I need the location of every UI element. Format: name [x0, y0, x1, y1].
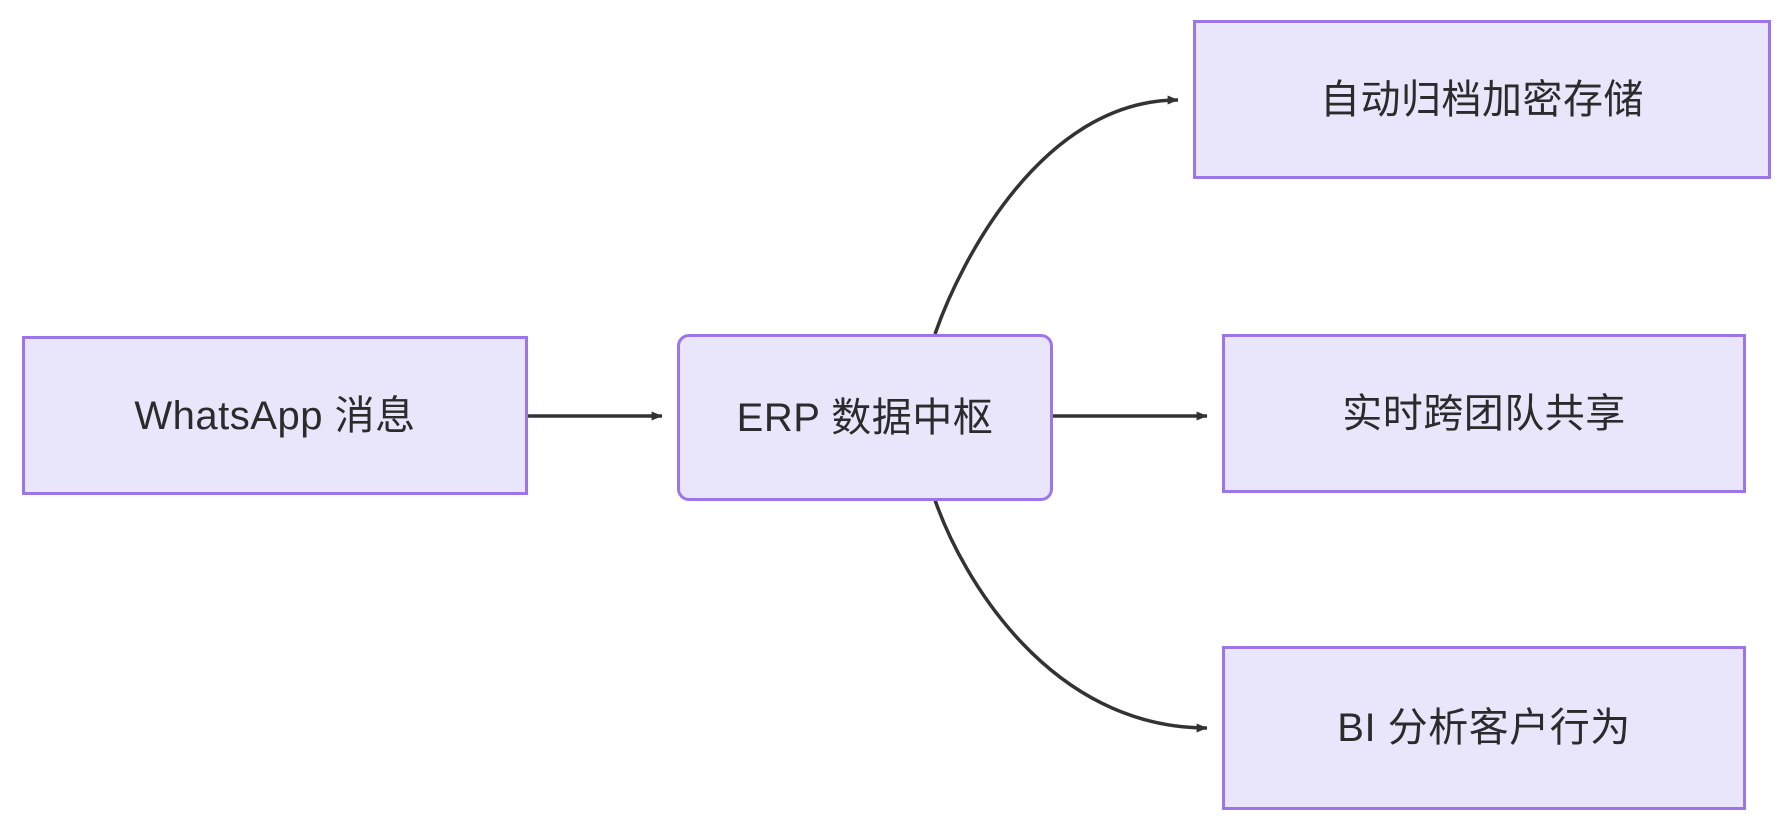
edge-hub-archive [933, 95, 1179, 335]
node-label: ERP 数据中枢 [736, 395, 994, 440]
node-label: WhatsApp 消息 [134, 393, 416, 438]
node-erp-data-hub[interactable]: ERP 数据中枢 [677, 334, 1053, 501]
node-label: 实时跨团队共享 [1342, 391, 1626, 436]
node-label: BI 分析客户行为 [1337, 706, 1631, 750]
edge-hub-bi [933, 499, 1208, 733]
node-bi-customer-behavior-analysis[interactable]: BI 分析客户行为 [1222, 646, 1746, 810]
node-whatsapp-messages[interactable]: WhatsApp 消息 [22, 336, 528, 495]
node-label: 自动归档加密存储 [1320, 77, 1644, 122]
node-realtime-cross-team-sharing[interactable]: 实时跨团队共享 [1222, 334, 1746, 493]
node-auto-archive-encrypted-storage[interactable]: 自动归档加密存储 [1193, 20, 1771, 179]
